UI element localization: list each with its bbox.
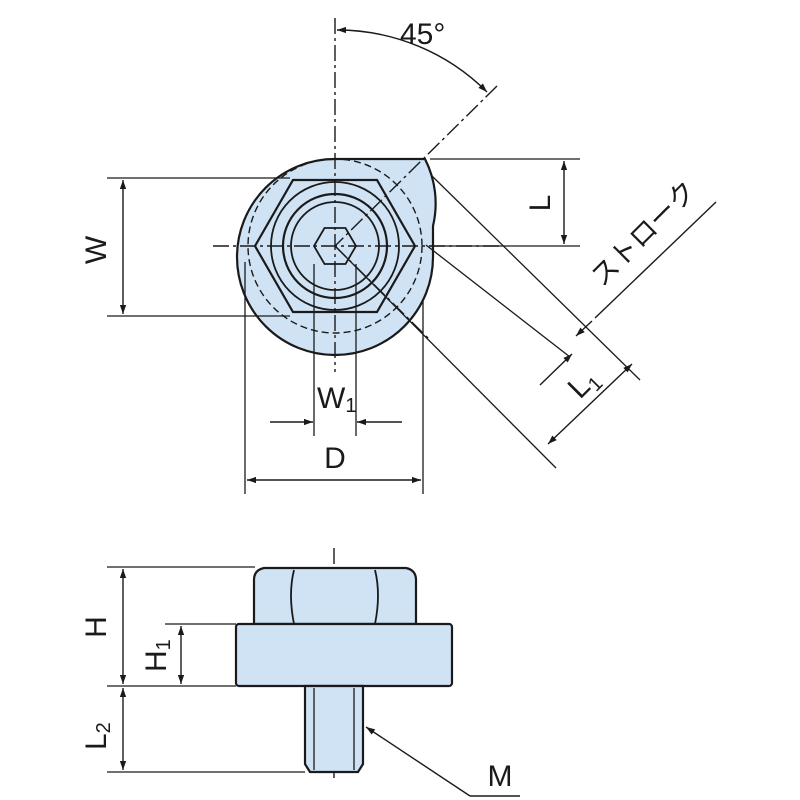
h-dimension: H bbox=[80, 566, 255, 687]
side-hex-head bbox=[252, 566, 418, 626]
45deg-center-line bbox=[334, 85, 498, 247]
w1-label: W1 bbox=[317, 382, 356, 417]
d-label: D bbox=[324, 442, 346, 475]
m-leader-line bbox=[365, 726, 471, 797]
m-leader: M bbox=[365, 726, 520, 797]
l-dimension: L bbox=[430, 158, 580, 247]
stroke-arrow-upper bbox=[575, 320, 593, 337]
stroke-dimension: ストローク bbox=[425, 175, 717, 386]
stroke-label: ストローク bbox=[585, 175, 702, 292]
l2-label: L2 bbox=[80, 722, 115, 750]
angle-arc bbox=[336, 26, 488, 93]
stroke-extension-outer bbox=[431, 175, 641, 381]
l1-extension-center bbox=[334, 245, 557, 469]
l1-label: L1 bbox=[562, 362, 608, 408]
top-view bbox=[213, 18, 500, 436]
m-label: M bbox=[488, 760, 513, 793]
l-label: L bbox=[524, 195, 557, 212]
d-dimension: D bbox=[244, 262, 424, 494]
side-view bbox=[234, 548, 454, 778]
w-label: W bbox=[80, 235, 113, 264]
h-label: H bbox=[80, 616, 113, 638]
h1-dimension: H1 bbox=[140, 623, 236, 684]
hex-flat-left bbox=[290, 569, 295, 625]
side-flange bbox=[234, 622, 454, 688]
l2-dimension: L2 bbox=[80, 688, 305, 773]
stroke-leader-upper bbox=[594, 201, 717, 319]
h1-label: H1 bbox=[140, 639, 175, 672]
side-stud bbox=[303, 684, 365, 774]
hex-flat-right bbox=[374, 569, 379, 625]
angle-label: 45° bbox=[400, 18, 445, 51]
w-dimension: W bbox=[80, 177, 290, 317]
w1-dimension: W1 bbox=[270, 382, 402, 426]
stroke-extension-inner bbox=[425, 244, 571, 358]
angle-dimension: 45° bbox=[336, 18, 488, 93]
l1-dimension-line bbox=[547, 363, 633, 445]
